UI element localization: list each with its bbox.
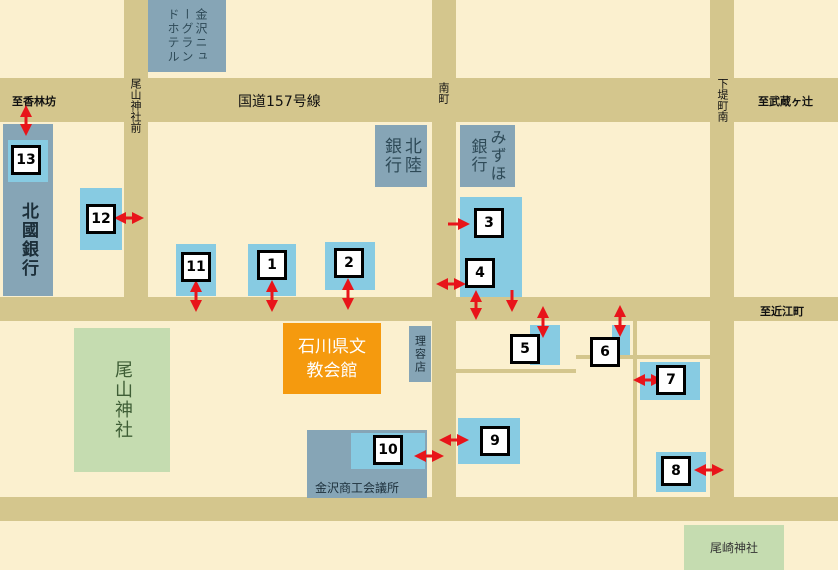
parking-marker-12[interactable]: 12 xyxy=(86,204,116,234)
ozaki-jinja-label: 尾崎神社 xyxy=(709,541,758,555)
hokuriku-bank-label: 北陸銀行 xyxy=(381,137,421,175)
chamber-label: 金沢商工会議所 xyxy=(315,481,400,495)
parking-marker-4[interactable]: 4 xyxy=(465,258,495,288)
label-to-musashigatsuji: 至武蔵ヶ辻 xyxy=(758,95,813,108)
barber-shop: 理容店 xyxy=(409,326,431,382)
parking-marker-8[interactable]: 8 xyxy=(661,456,691,486)
oyama-jinja-label: 尾山神社 xyxy=(112,360,133,440)
label-minamimachi: 南町 xyxy=(437,82,450,104)
parking-marker-9[interactable]: 9 xyxy=(480,426,510,456)
alley-vertical xyxy=(633,321,637,501)
parking-marker-2[interactable]: 2 xyxy=(334,248,364,278)
parking-marker-11[interactable]: 11 xyxy=(181,252,211,282)
parking-marker-13[interactable]: 13 xyxy=(11,145,41,175)
parking-marker-1[interactable]: 1 xyxy=(257,250,287,280)
label-to-kourinbou: 至香林坊 xyxy=(12,95,56,108)
bunkyo-kaikan: 石川県文教会館 xyxy=(283,323,381,394)
oyama-jinja: 尾山神社 xyxy=(74,328,170,472)
hotel-building: 金沢ニューグランドホテル xyxy=(148,0,226,72)
alley-horizontal-2 xyxy=(576,355,710,359)
label-kokudo-157: 国道157号線 xyxy=(238,94,321,110)
road-shimotsutsumicho xyxy=(710,0,734,500)
ozaki-jinja: 尾崎神社 xyxy=(684,525,784,570)
label-oyama-jinja-mae: 尾山神社前 xyxy=(129,78,142,133)
hokuriku-bank: 北陸銀行 xyxy=(375,125,427,187)
bunkyo-kaikan-label: 石川県文教会館 xyxy=(298,336,366,381)
road-minamimachi xyxy=(432,0,456,500)
label-to-oumicho: 至近江町 xyxy=(760,305,804,318)
road-bottom xyxy=(0,497,838,521)
barber-label: 理容店 xyxy=(413,334,427,374)
hokkoku-bank-label: 北國銀行 xyxy=(18,202,38,278)
parking-marker-6[interactable]: 6 xyxy=(590,337,620,367)
alley-horizontal xyxy=(456,369,576,373)
label-shimotsutsumicho-minami: 下堤町南 xyxy=(716,78,729,122)
hotel-label: 金沢ニューグランドホテル xyxy=(166,8,208,64)
parking-marker-10[interactable]: 10 xyxy=(373,435,403,465)
mizuho-bank-label: みずほ銀行 xyxy=(468,129,507,183)
parking-marker-7[interactable]: 7 xyxy=(656,365,686,395)
parking-marker-3[interactable]: 3 xyxy=(474,208,504,238)
parking-marker-5[interactable]: 5 xyxy=(510,334,540,364)
mizuho-bank: みずほ銀行 xyxy=(460,125,515,187)
road-oyama-jinja-mae xyxy=(124,0,148,310)
